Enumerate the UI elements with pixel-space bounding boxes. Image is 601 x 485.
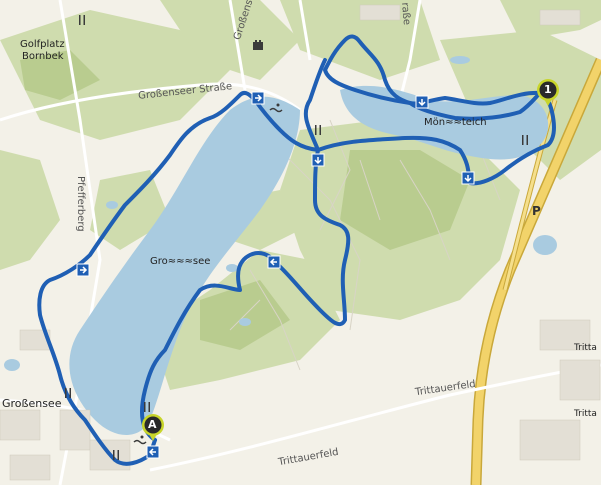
- restaurant-icon: [315, 125, 321, 135]
- lake-grossensee: [69, 96, 300, 435]
- place-label-tritta-2: Tritta: [574, 409, 597, 419]
- water-bodies: [4, 56, 557, 435]
- restaurant-icon: [65, 388, 71, 398]
- poi-icons: [65, 15, 528, 460]
- arrow-left-icon: [146, 445, 160, 459]
- place-label-bornbek: Bornbek: [22, 51, 64, 62]
- map-marker-icon: [537, 79, 559, 106]
- restaurant-icon: [522, 135, 528, 145]
- arrow-down-icon: [461, 171, 475, 185]
- pond-2: [226, 264, 238, 272]
- pond-1: [533, 235, 557, 255]
- buildings: [0, 4, 601, 481]
- arrow-right-icon: [76, 263, 90, 277]
- pond-5: [4, 359, 20, 371]
- road-label-pfefferberg: Pfefferberg: [75, 176, 86, 232]
- road-label-strasse-top-right: raße: [399, 2, 412, 26]
- pond-6: [239, 318, 251, 326]
- pond-4: [106, 201, 118, 209]
- arrow-left-icon: [267, 255, 281, 269]
- restaurant-icon: [144, 402, 150, 412]
- lake-label-grossensee: Gro≈≈≈see: [150, 256, 211, 267]
- lake-label-moenchteich: Mön≈≈teich: [424, 117, 487, 128]
- pond-3: [450, 56, 470, 64]
- map-marker-icon: [142, 414, 164, 441]
- place-label-golfplatz: Golfplatz: [20, 39, 65, 50]
- restaurant-icon: [113, 450, 119, 460]
- restaurant-icon: [79, 15, 85, 25]
- place-label-grossensee-town: Großensee: [2, 397, 62, 410]
- castle-icon: [253, 40, 263, 50]
- arrow-down-icon: [311, 153, 325, 167]
- place-label-tritta-1: Tritta: [574, 343, 597, 353]
- arrow-down-icon: [415, 95, 429, 109]
- arrow-right-icon: [251, 91, 265, 105]
- swimming-icon: [133, 435, 147, 445]
- route-direction-markers: [76, 91, 475, 459]
- swimming-icon: [269, 103, 283, 113]
- lake-moenchteich: [340, 85, 549, 160]
- marker-start-label[interactable]: A: [148, 418, 157, 431]
- marker-one-label[interactable]: 1: [544, 83, 552, 96]
- parking-icon: P: [532, 204, 541, 218]
